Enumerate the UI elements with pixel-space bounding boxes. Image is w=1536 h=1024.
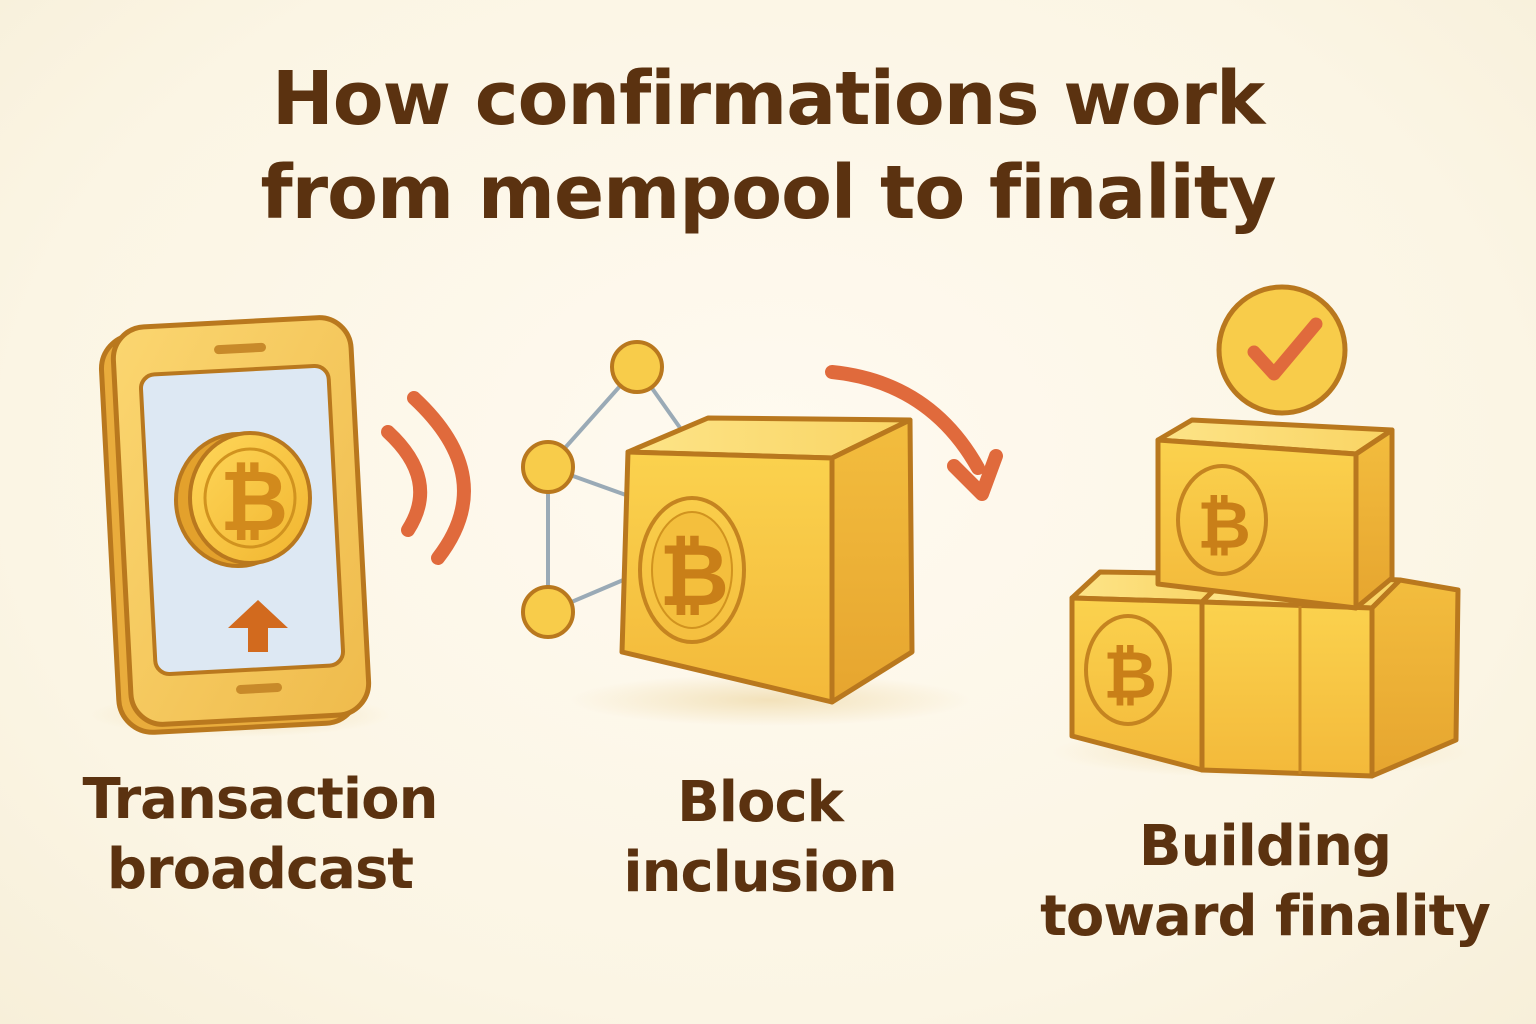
curved-arrow-icon [825, 365, 1003, 501]
smartphone-bitcoin-icon: ₿ [90, 315, 390, 737]
step-label-block-inclusion: Block inclusion [540, 768, 980, 908]
step-1-line-2: broadcast [106, 837, 414, 902]
page-title: How confirmations work from mempool to f… [0, 52, 1536, 240]
step-3-line-2: toward finality [1040, 884, 1491, 949]
broadcast-waves-icon [381, 391, 471, 565]
block-coin-symbol: ₿ [659, 526, 729, 626]
phone-coin-symbol: ₿ [220, 452, 288, 550]
step-label-transaction-broadcast: Transaction broadcast [40, 765, 480, 905]
step-label-building-toward-finality: Building toward finality [1010, 812, 1520, 952]
checkmark-icon [1216, 284, 1348, 416]
step-2-line-1: Block [677, 770, 844, 835]
step-3-line-1: Building [1138, 814, 1392, 879]
step-2-line-2: inclusion [623, 840, 897, 905]
stacked-blocks-checkmark-icon: ₿ ₿ [1052, 284, 1472, 779]
upload-arrow-icon [228, 600, 288, 652]
stack-bottom-coin-symbol: ₿ [1103, 637, 1157, 714]
title-line-1: How confirmations work [271, 56, 1265, 142]
network-nodes-icon [521, 340, 702, 639]
step-1-line-1: Transaction [82, 767, 439, 832]
title-line-2: from mempool to finality [260, 150, 1276, 236]
stack-top-coin-symbol: ₿ [1197, 487, 1251, 564]
bitcoin-block-icon: ₿ [521, 340, 970, 726]
